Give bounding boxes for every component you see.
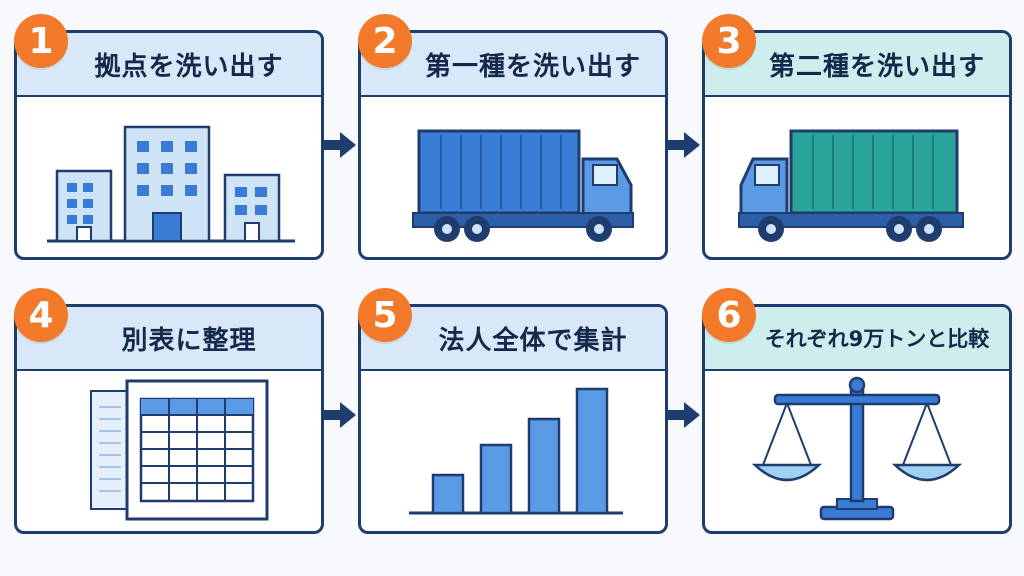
arrow-right-icon xyxy=(666,402,700,428)
step-number-badge-5: 5 xyxy=(358,288,412,342)
step-number-badge-3: 3 xyxy=(702,14,756,68)
step-title: 法人全体で集計 xyxy=(438,325,628,356)
spreadsheet-icon xyxy=(90,379,269,521)
teal-truck-icon xyxy=(738,129,964,242)
step-title: それぞれ9万トンと比較 xyxy=(764,327,990,351)
step-card-5: 法人全体で集計 xyxy=(358,304,668,534)
bar xyxy=(575,387,609,515)
balance-scale-icon xyxy=(751,376,963,521)
step-title: 拠点を洗い出す xyxy=(94,51,284,82)
step-card-1: 拠点を洗い出す xyxy=(14,30,324,260)
step-header: 拠点を洗い出す xyxy=(17,33,321,97)
step-title: 別表に整理 xyxy=(121,325,257,356)
step-number-badge-6: 6 xyxy=(702,288,756,342)
step-card-6: それぞれ9万トンと比較 xyxy=(702,304,1012,534)
arrow-right-icon xyxy=(322,402,356,428)
arrow-right-icon xyxy=(322,132,356,158)
blue-truck-icon xyxy=(412,129,634,242)
step-number-badge-2: 2 xyxy=(358,14,412,68)
step-header: 第二種を洗い出す xyxy=(705,33,1009,97)
step-card-4: 別表に整理 xyxy=(14,304,324,534)
bar-chart-icon xyxy=(409,387,623,515)
step-number-badge-1: 1 xyxy=(14,14,68,68)
step-card-2: 第一種を洗い出す xyxy=(358,30,668,260)
arrow-right-icon xyxy=(666,132,700,158)
bar xyxy=(479,443,513,515)
step-title: 第一種を洗い出す xyxy=(424,51,641,82)
buildings-icon xyxy=(47,125,295,243)
step-title: 第二種を洗い出す xyxy=(768,51,985,82)
step-header: 別表に整理 xyxy=(17,307,321,371)
bar xyxy=(431,473,465,515)
bar xyxy=(527,417,561,515)
step-card-3: 第二種を洗い出す xyxy=(702,30,1012,260)
step-number-badge-4: 4 xyxy=(14,288,68,342)
